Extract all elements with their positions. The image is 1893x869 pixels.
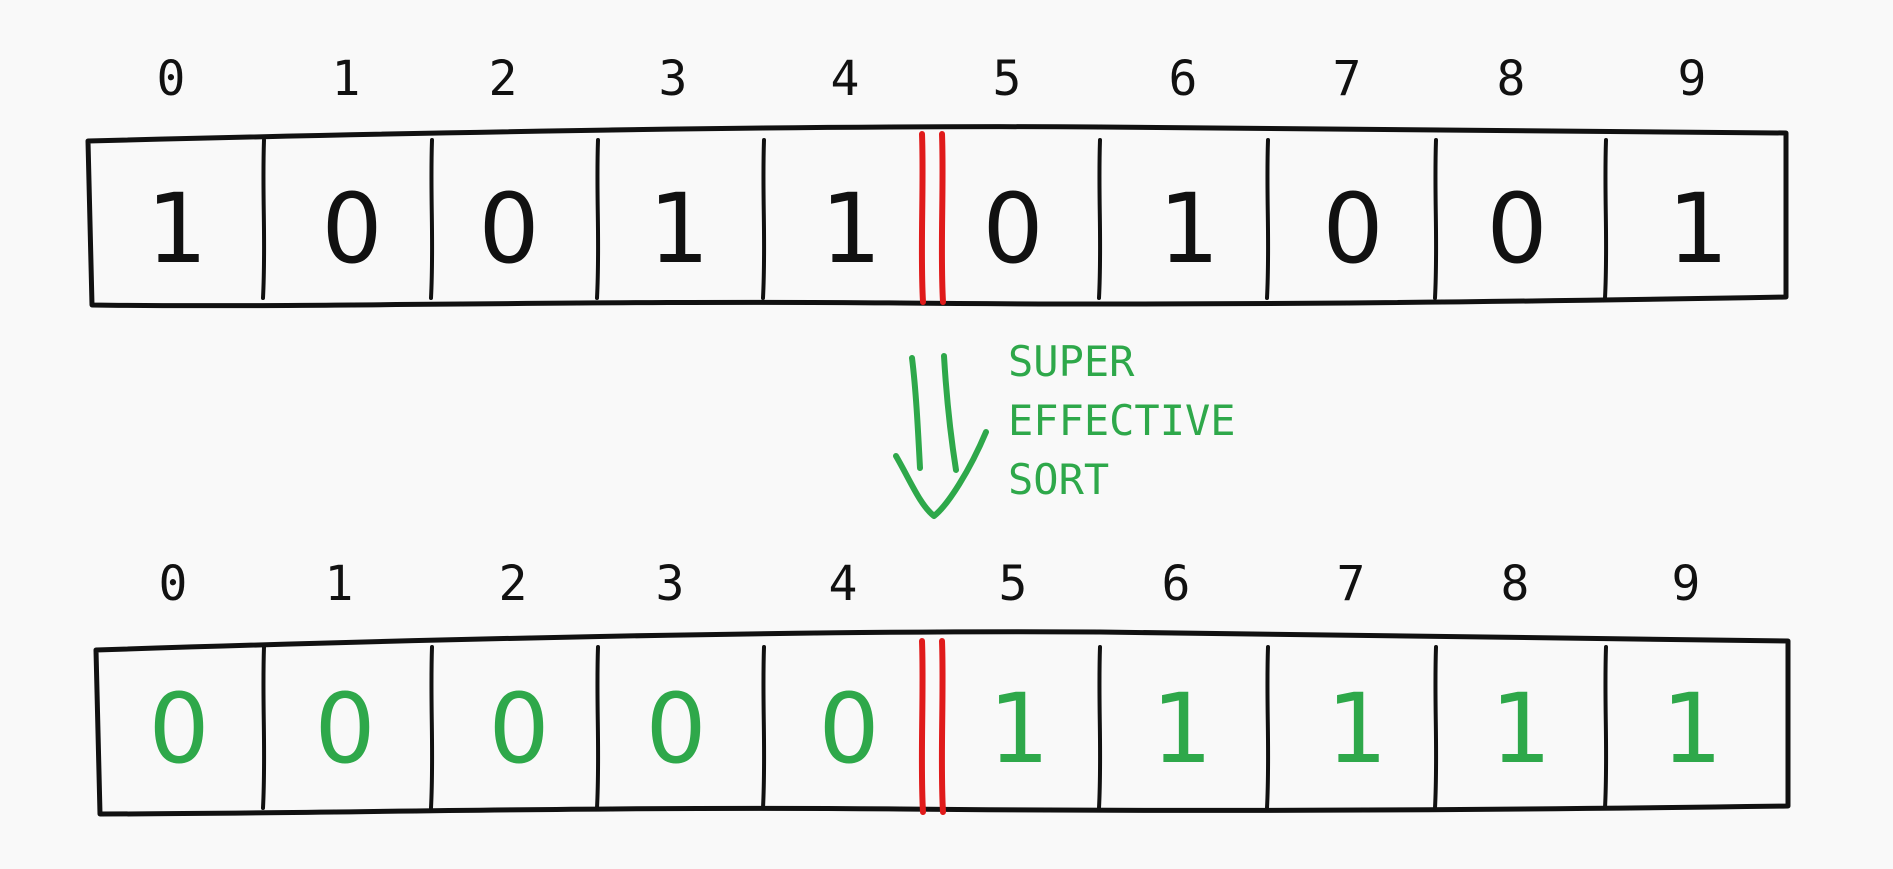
cell-value-before-0: 1	[146, 173, 207, 285]
cell-value-after-3: 0	[645, 673, 706, 785]
arrow-head	[893, 429, 989, 519]
index-label-4: 4	[831, 51, 860, 107]
cell-separator	[1097, 645, 1103, 810]
cell-separator	[1433, 138, 1439, 300]
index-label-5: 5	[993, 51, 1022, 107]
cell-separator	[1603, 645, 1609, 810]
index-label-7: 7	[1337, 556, 1366, 612]
arrow-shaft-right	[941, 353, 959, 473]
cell-separator	[1265, 645, 1271, 810]
cell-separator	[761, 138, 767, 300]
cell-value-after-1: 0	[314, 673, 375, 785]
index-label-0: 0	[159, 556, 188, 612]
partition-divider-after-2	[938, 638, 946, 815]
cell-value-before-4: 1	[820, 173, 881, 285]
index-label-5: 5	[999, 556, 1028, 612]
index-label-2: 2	[489, 51, 518, 107]
cell-separator	[595, 138, 601, 300]
arrow-shaft-left	[909, 355, 923, 471]
cell-separator	[261, 138, 267, 300]
cell-separator	[429, 138, 435, 300]
cell-value-before-6: 1	[1158, 173, 1219, 285]
index-label-6: 6	[1169, 51, 1198, 107]
cell-value-before-3: 1	[648, 173, 709, 285]
cell-separator	[261, 645, 267, 810]
cell-value-before-7: 0	[1322, 173, 1383, 285]
index-label-2: 2	[499, 556, 528, 612]
array-before-outline	[85, 124, 1789, 309]
array-after-outline	[93, 629, 1791, 817]
sort-label: SUPER EFFECTIVE SORT	[1008, 337, 1236, 504]
sort-label-line-1: SUPER	[1008, 337, 1135, 386]
cell-value-after-5: 1	[988, 673, 1049, 785]
cell-value-after-0: 0	[148, 673, 209, 785]
cell-separator	[595, 645, 601, 810]
cell-value-before-5: 0	[982, 173, 1043, 285]
cell-value-after-7: 1	[1326, 673, 1387, 785]
cell-separator	[1265, 138, 1271, 300]
index-label-8: 8	[1501, 556, 1530, 612]
partition-divider-after-1	[918, 638, 926, 815]
index-label-1: 1	[332, 51, 361, 107]
sort-label-line-2: EFFECTIVE	[1008, 396, 1236, 445]
cell-value-before-8: 0	[1486, 173, 1547, 285]
partition-divider-before-2	[938, 131, 946, 305]
cell-value-after-6: 1	[1151, 673, 1212, 785]
cell-separator	[1603, 138, 1609, 300]
cell-separator	[1097, 138, 1103, 300]
sort-label-line-3: SORT	[1008, 455, 1109, 504]
index-label-4: 4	[829, 556, 858, 612]
down-arrow-icon	[893, 353, 989, 519]
index-label-7: 7	[1333, 51, 1362, 107]
index-label-9: 9	[1678, 51, 1707, 107]
cell-value-before-9: 1	[1667, 173, 1728, 285]
index-label-9: 9	[1672, 556, 1701, 612]
cell-value-before-1: 0	[321, 173, 382, 285]
partition-divider-before-1	[918, 131, 926, 305]
index-label-6: 6	[1162, 556, 1191, 612]
cell-separator	[761, 645, 767, 810]
index-label-8: 8	[1497, 51, 1526, 107]
index-label-1: 1	[325, 556, 354, 612]
index-label-3: 3	[656, 556, 685, 612]
cell-separator	[429, 645, 435, 810]
cell-value-before-2: 0	[478, 173, 539, 285]
cell-value-after-9: 1	[1661, 673, 1722, 785]
index-label-0: 0	[157, 51, 186, 107]
cell-value-after-4: 0	[818, 673, 879, 785]
cell-separator	[1433, 645, 1439, 810]
cell-value-after-8: 1	[1490, 673, 1551, 785]
cell-value-after-2: 0	[488, 673, 549, 785]
index-label-3: 3	[659, 51, 688, 107]
